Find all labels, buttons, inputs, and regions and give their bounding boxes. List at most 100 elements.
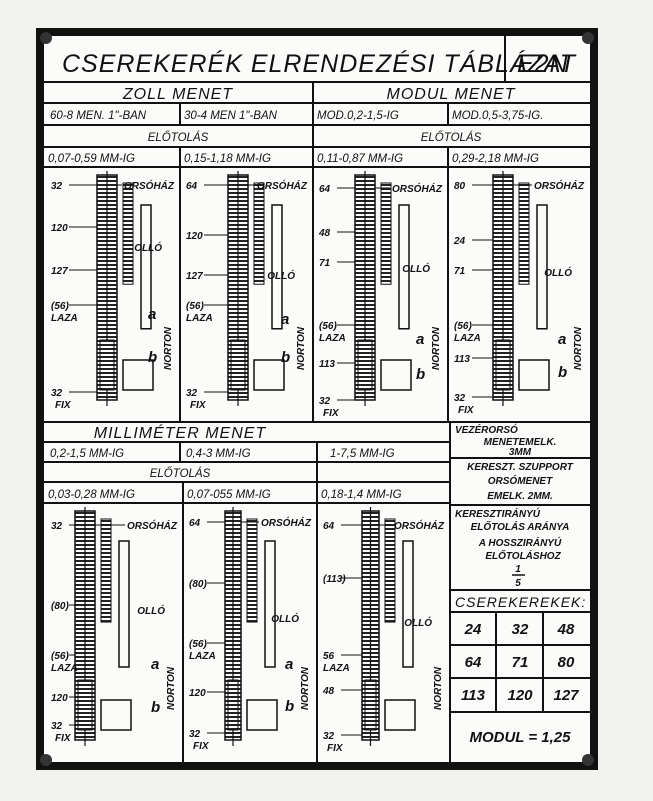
ratio-numerator: 1 (515, 564, 521, 575)
norton-label: NORTON (431, 326, 442, 370)
lower-gear (364, 679, 377, 731)
gear-label: 120 (51, 693, 68, 704)
zoll-feed-header: ELŐTOLÁS (148, 130, 209, 144)
a-label: a (416, 331, 424, 348)
orsohaz-label: ORSÓHÁZ (534, 179, 585, 192)
change-gear-value: 127 (553, 687, 579, 704)
zoll-feed-1: 0,07-0,59 MM-IG (48, 153, 135, 165)
mm-feed-1: 0,03-0,28 MM-IG (48, 489, 135, 501)
ratio-line-1: KERESZTIRÁNYÚ (455, 507, 541, 520)
a-label: a (151, 656, 159, 673)
gear-label: (113) (323, 574, 346, 585)
ollo-label: OLLÓ (137, 604, 165, 617)
ollo-label: OLLÓ (402, 262, 430, 275)
ratio-line-2: ELŐTOLÁS ARÁNYA (471, 520, 570, 533)
table-grid (44, 36, 590, 762)
gear-label: (80) (51, 601, 69, 612)
ollo-label: OLLÓ (271, 612, 299, 625)
module-value: MODUL = 1,25 (469, 729, 571, 746)
orsohaz-label: ORSÓHÁZ (127, 519, 178, 532)
change-gear-value: 32 (512, 621, 529, 638)
norton-box (122, 359, 154, 391)
norton-box (246, 699, 278, 731)
spindle-gear (253, 182, 265, 285)
gear-label: 64 (323, 521, 335, 532)
gear-label: 48 (318, 228, 331, 239)
gear-label: 64 (186, 181, 198, 192)
spindle-gear (384, 518, 396, 623)
fix-label: FIX (327, 743, 344, 754)
mm-sub-2: 0,4-3 MM-IG (186, 448, 251, 460)
lead-screw-line-2: MENETEMELK. (484, 437, 557, 448)
lead-screw-line-1: VEZÉRORSÓ (455, 423, 518, 436)
lower-gear (357, 339, 373, 391)
fix-label: FIX (193, 741, 210, 752)
norton-box (100, 699, 132, 731)
norton-label: NORTON (163, 326, 174, 370)
mm-sub-3: 1-7,5 MM-IG (330, 448, 395, 460)
fix-label: FIX (55, 400, 72, 411)
fix-label: FIX (55, 733, 72, 744)
laza-label: LAZA (189, 651, 216, 662)
fix-label: FIX (458, 405, 475, 416)
orsohaz-label: ORSÓHÁZ (392, 182, 443, 195)
gear-label: 32 (323, 731, 335, 742)
gear-label: 32 (189, 729, 201, 740)
gear-label: 127 (51, 266, 68, 277)
lower-gear (230, 339, 246, 391)
norton-label: NORTON (166, 666, 177, 710)
norton-label: NORTON (573, 326, 584, 370)
ollo-label: OLLÓ (134, 241, 162, 254)
model-code: E2N (517, 50, 569, 78)
ollo-label: OLLÓ (544, 266, 572, 279)
b-label: b (558, 364, 567, 381)
gear-diagram: 802471(56)LAZA11332FIXORSÓHÁZOLLÓabNORTO… (453, 171, 585, 416)
gear-label: (56) (51, 651, 69, 662)
laza-label: LAZA (323, 663, 350, 674)
mm-sub-1: 0,2-1,5 MM-IG (50, 448, 124, 460)
spindle-gear (100, 518, 112, 623)
mm-feed-2: 0,07-055 MM-IG (187, 489, 271, 501)
laza-label: LAZA (51, 663, 78, 674)
laza-label: LAZA (51, 313, 78, 324)
zoll-feed-2: 0,15-1,18 MM-IG (184, 153, 271, 165)
fix-label: FIX (323, 408, 340, 419)
gear-label: 32 (51, 521, 63, 532)
gear-label: 120 (51, 223, 68, 234)
spindle-gear (246, 518, 258, 623)
orsohaz-label: ORSÓHÁZ (394, 519, 445, 532)
a-label: a (281, 311, 289, 328)
quadrant-lever (264, 540, 276, 668)
gear-label: (56) (454, 321, 472, 332)
ratio-line-3: A HOSSZIRÁNYÚ (478, 536, 562, 549)
fix-label: FIX (190, 400, 207, 411)
quadrant-lever (402, 540, 414, 668)
lower-gear (99, 339, 115, 391)
screw-icons (40, 32, 594, 766)
screw-icon (40, 754, 52, 766)
quadrant-lever (398, 204, 410, 330)
orsohaz-label: ORSÓHÁZ (261, 516, 312, 529)
norton-label: NORTON (300, 666, 311, 710)
gear-label: 32 (51, 388, 63, 399)
quadrant-lever (536, 204, 548, 330)
change-gear-value: 80 (558, 654, 575, 671)
gear-label: 64 (189, 518, 201, 529)
cross-slide-line-3: EMELK. 2MM. (487, 491, 553, 502)
a-label: a (558, 331, 566, 348)
zoll-sub-1: 60-8 MEN. 1"-BAN (50, 110, 147, 122)
change-gears-header: CSEREKEREKEK: (455, 594, 586, 610)
ratio-denominator: 5 (515, 578, 521, 589)
gear-label: 24 (453, 236, 466, 247)
lower-gear (77, 679, 93, 731)
lower-gear (495, 339, 511, 391)
change-gear-value: 120 (507, 687, 533, 704)
change-gear-value: 64 (465, 654, 482, 671)
gear-label: 32 (51, 181, 63, 192)
gear-label: 71 (319, 258, 331, 269)
b-label: b (281, 349, 290, 366)
